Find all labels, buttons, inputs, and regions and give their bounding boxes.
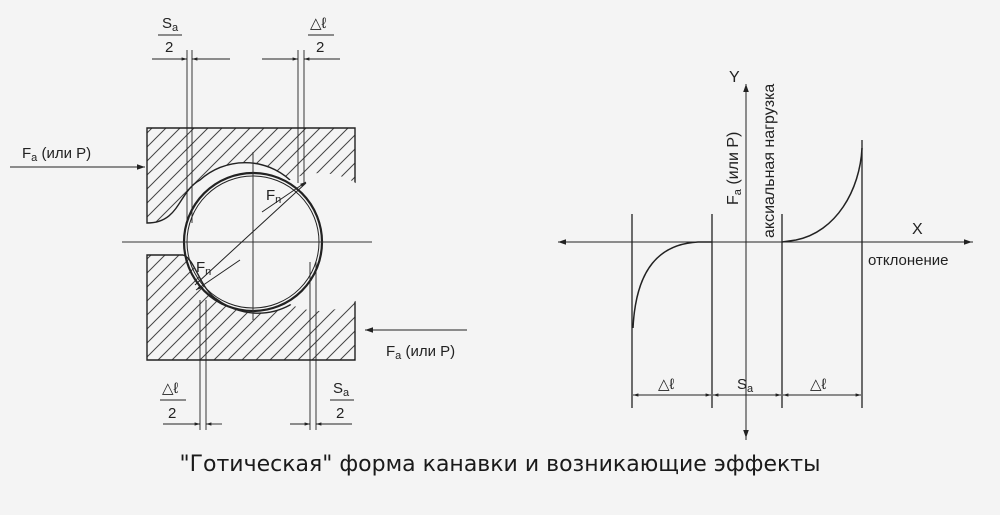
contact-line [194, 182, 307, 286]
two-top-left: 2 [165, 39, 173, 56]
dim-sa: Sa [737, 376, 754, 395]
left-labels: Sa 2 △ℓ 2 △ℓ 2 Sa 2 Fa (или P) Fa (или P… [22, 15, 455, 422]
dim-dl-left: △ℓ [658, 376, 675, 393]
load-deflection-graph [558, 84, 973, 440]
fa-vertical-label: Fa (или P) [725, 132, 744, 205]
deflection-curve-right [781, 147, 863, 243]
dl-top-label: △ℓ [310, 15, 327, 32]
two-bottom-left: 2 [168, 405, 176, 422]
deflection-curve-left [632, 241, 712, 329]
dl-bottom-label: △ℓ [162, 380, 179, 397]
figure-caption: "Готическая" форма канавки и возникающие… [179, 452, 821, 477]
groove-cross-section [10, 34, 467, 430]
y-axis-label: Y [729, 69, 740, 86]
sa-top-label: Sa [162, 15, 179, 34]
x-axis-label: X [912, 221, 923, 238]
dim-dl-right: △ℓ [810, 376, 827, 393]
two-bottom-right: 2 [336, 405, 344, 422]
force-label-left: Fa (или P) [22, 145, 91, 164]
sa-bottom-label: Sa [333, 380, 350, 399]
force-label-right: Fa (или P) [386, 343, 455, 362]
axial-load-label: аксиальная нагрузка [761, 84, 778, 238]
deviation-label: отклонение [868, 252, 949, 269]
graph-labels: Y X отклонение аксиальная нагрузка Fa (и… [658, 69, 949, 395]
fn-label-top: Fn [266, 187, 281, 206]
two-top-right: 2 [316, 39, 324, 56]
fn-label-bottom: Fn [196, 259, 211, 278]
